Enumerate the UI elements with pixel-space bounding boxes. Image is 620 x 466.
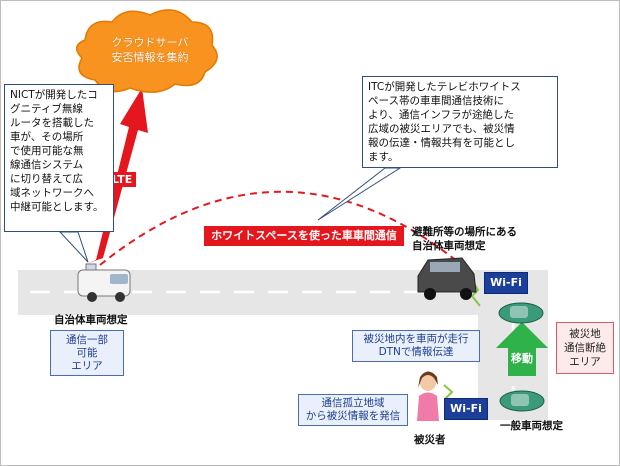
green-car-1	[498, 302, 544, 324]
nict-line: グニティブ無線	[10, 103, 83, 115]
cloud-line-1: クラウドサーバ	[111, 36, 189, 49]
nict-callout: NICTが開発したコ グニティブ無線 ルータを搭載した 車が、その場所 で使用可…	[4, 84, 114, 232]
shelter-label: 避難所等の場所にある 自治体車両想定	[412, 225, 517, 253]
move-label: 移動	[511, 352, 533, 365]
wifi-badge-top: Wi-Fi	[484, 272, 528, 294]
dtn-box: 被災地内を車両が走行 DTNで情報伝達	[352, 330, 480, 362]
general-vehicle-label: 一般車両想定	[500, 420, 563, 432]
shelter-label-line: 避難所等の場所にある	[412, 226, 517, 238]
victim-head	[420, 375, 436, 391]
nict-line: 域ネットワークへ	[10, 187, 94, 199]
itc-line: ペース帯の車車間通信技術に	[368, 95, 504, 107]
itc-callout-tail	[317, 167, 402, 221]
partial-area-line: 可能	[76, 347, 98, 359]
partial-area-line: エリア	[71, 360, 103, 372]
lte-label: LTE	[108, 172, 137, 187]
shelter-suv	[417, 257, 477, 300]
nict-line: 線通信システム	[10, 159, 84, 171]
cloud-shape	[76, 9, 218, 93]
wifi-badge-bottom: Wi-Fi	[444, 398, 488, 420]
municipal-van	[77, 263, 131, 302]
disaster-cut-area-box: 被災地 通信断絶 エリア	[556, 322, 614, 374]
nict-line: で使用可能な無	[10, 145, 84, 157]
dtn-line: 被災地内を車両が走行	[363, 333, 469, 345]
victim-label: 被災者	[414, 434, 446, 446]
whitespace-banner: ホワイトスペースを使った車車間通信	[204, 226, 404, 246]
partial-area-line: 通信一部	[66, 334, 108, 346]
victim-body	[417, 392, 439, 421]
itc-line: 報の伝達・情報共有を可能とし	[368, 137, 515, 149]
itc-line: より、通信インフラが途絶した	[368, 109, 515, 121]
nict-line: ルータを搭載した	[10, 117, 94, 129]
isolated-line: から被災情報を発信	[305, 410, 401, 422]
isolated-area-box: 通信孤立地域 から被災情報を発信	[298, 394, 408, 426]
nict-line: 中継可能とします。	[10, 201, 104, 213]
move-arrow	[496, 322, 548, 376]
cloud-text: クラウドサーバ 安否情報を集約	[95, 35, 205, 65]
whitespace-arc	[99, 190, 459, 266]
cut-area-line: 被災地	[569, 328, 601, 340]
itc-line: ます。	[368, 151, 399, 163]
nict-line: NICTが開発したコ	[10, 89, 98, 101]
cut-area-line: 通信断絶	[564, 342, 606, 354]
victim-hair	[418, 371, 438, 388]
nict-callout-tail	[58, 231, 89, 263]
cloud-line-2: 安否情報を集約	[111, 51, 189, 64]
isolated-line: 通信孤立地域	[321, 397, 385, 409]
nict-line: に切り替えて広	[10, 173, 83, 185]
shelter-label-line: 自治体車両想定	[412, 240, 486, 252]
municipal-vehicle-label: 自治体車両想定	[54, 314, 128, 326]
nict-line: 車が、その場所	[10, 131, 84, 143]
itc-callout: ITCが開発したテレビホワイトス ペース帯の車車間通信技術に より、通信インフラ…	[362, 76, 558, 168]
cut-area-line: エリア	[569, 356, 601, 368]
partial-area-box: 通信一部 可能 エリア	[50, 330, 124, 376]
green-car-2	[499, 390, 545, 412]
itc-line: 広域の被災エリアでも、被災情	[368, 123, 515, 135]
itc-line: ITCが開発したテレビホワイトス	[368, 81, 521, 93]
dtn-line: DTNで情報伝達	[378, 346, 454, 358]
